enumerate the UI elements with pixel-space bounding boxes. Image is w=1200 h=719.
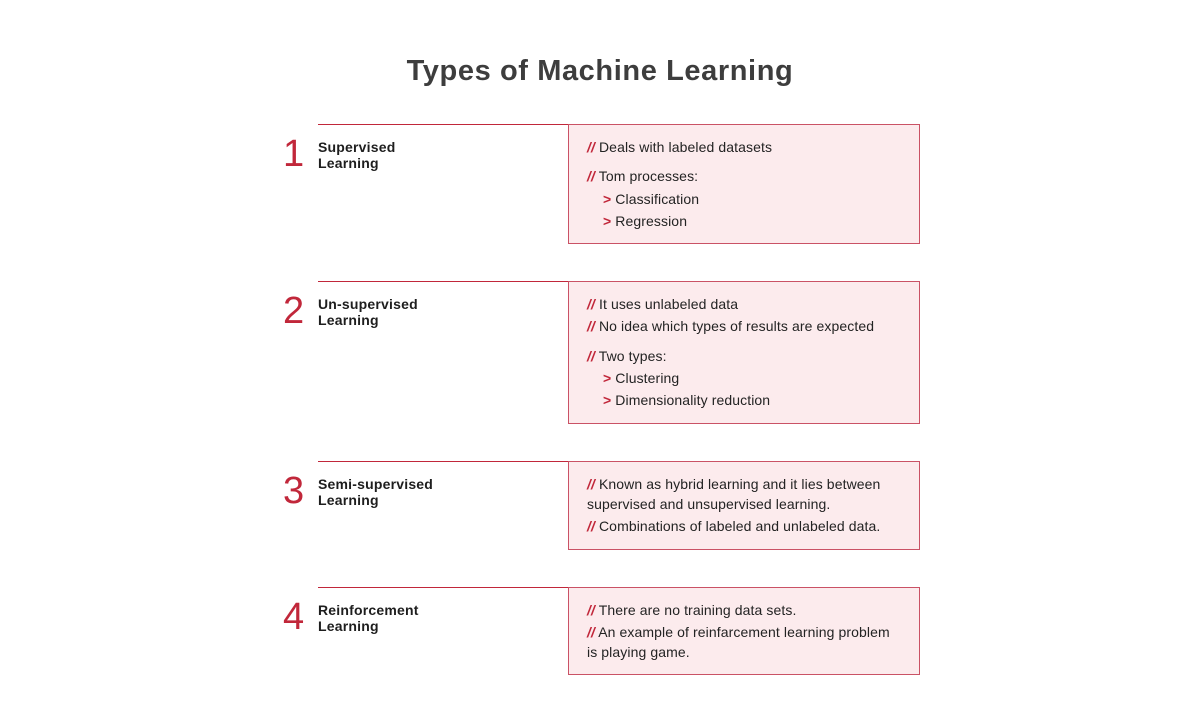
double-slash-marker-icon: // <box>587 296 595 313</box>
section-label: Un-supervised Learning <box>318 296 418 329</box>
double-slash-marker-icon: // <box>587 347 595 364</box>
details-box: // Deals with labeled datasets// Tom pro… <box>568 124 920 245</box>
diagram-title: Types of Machine Learning <box>406 55 794 87</box>
row-unsupervised-learning: 2 Un-supervised Learning // It uses unla… <box>283 281 920 424</box>
bullet-text: Classification <box>611 190 700 207</box>
sub-point: > Regression <box>587 211 903 231</box>
section-number: 4 <box>283 595 305 638</box>
bullet-text: Deals with labeled datasets <box>594 139 773 155</box>
bullet-text: Regression <box>611 212 688 229</box>
section-label: Supervised Learning <box>318 139 396 172</box>
double-slash-marker-icon: // <box>587 623 595 640</box>
sub-point: > Classification <box>587 189 903 209</box>
section-label: Semi-supervised Learning <box>318 475 434 508</box>
section-number: 2 <box>283 290 305 333</box>
bullet-point: // Deals with labeled datasets <box>587 137 903 157</box>
double-slash-marker-icon: // <box>587 139 595 155</box>
bullet-text: Clustering <box>611 370 680 387</box>
row-reinforcement-learning: 4 Reinforcement Learning // There are no… <box>283 586 920 676</box>
bullet-point: // Tom processes: <box>587 166 903 186</box>
arrow-marker-icon: > <box>603 190 612 207</box>
bullet-point: // No idea which types of results are ex… <box>587 316 903 336</box>
bullet-point: // It uses unlabeled data <box>587 294 903 314</box>
section-label-column: Semi-supervised Learning <box>318 460 568 550</box>
bullet-text: It uses unlabeled data <box>594 296 739 313</box>
double-slash-marker-icon: // <box>587 318 595 335</box>
double-slash-marker-icon: // <box>587 475 595 492</box>
bullet-text: Known as hybrid learning and it lies bet… <box>587 475 881 512</box>
arrow-marker-icon: > <box>603 392 612 409</box>
bullet-point: // Combinations of labeled and unlabeled… <box>587 516 903 536</box>
bullet-text: No idea which types of results are expec… <box>594 318 875 335</box>
section-label-column: Reinforcement Learning <box>318 586 568 676</box>
bullet-point: // An example of reinfarcement learning … <box>587 622 903 663</box>
row-supervised-learning: 1 Supervised Learning // Deals with labe… <box>283 124 920 245</box>
double-slash-marker-icon: // <box>587 518 595 535</box>
arrow-marker-icon: > <box>603 212 612 229</box>
sub-point: > Clustering <box>587 368 903 388</box>
sub-point: > Dimensionality reduction <box>587 390 903 410</box>
bullet-point: // There are no training data sets. <box>587 600 903 620</box>
bullet-text: Dimensionality reduction <box>611 392 771 409</box>
ml-types-list: 1 Supervised Learning // Deals with labe… <box>283 124 920 676</box>
bullet-text: An example of reinfarcement learning pro… <box>587 623 890 661</box>
details-box: // There are no training data sets.// An… <box>568 586 920 676</box>
section-number: 3 <box>283 469 305 512</box>
bullet-point: // Known as hybrid learning and it lies … <box>587 474 903 515</box>
bullet-point: // Two types: <box>587 346 903 366</box>
section-label-column: Un-supervised Learning <box>318 281 568 423</box>
details-box: // Known as hybrid learning and it lies … <box>568 460 920 550</box>
section-number: 1 <box>283 133 305 175</box>
section-label: Reinforcement Learning <box>318 601 419 634</box>
bullet-text: There are no training data sets. <box>594 601 797 618</box>
row-semi-supervised-learning: 3 Semi-supervised Learning // Known as h… <box>283 460 920 550</box>
section-label-column: Supervised Learning <box>318 124 568 244</box>
arrow-marker-icon: > <box>603 370 612 387</box>
details-box: // It uses unlabeled data// No idea whic… <box>568 281 920 424</box>
double-slash-marker-icon: // <box>587 168 595 185</box>
bullet-text: Combinations of labeled and unlabeled da… <box>594 518 881 535</box>
bullet-text: Tom processes: <box>594 168 699 185</box>
double-slash-marker-icon: // <box>587 601 595 618</box>
bullet-text: Two types: <box>594 347 667 364</box>
